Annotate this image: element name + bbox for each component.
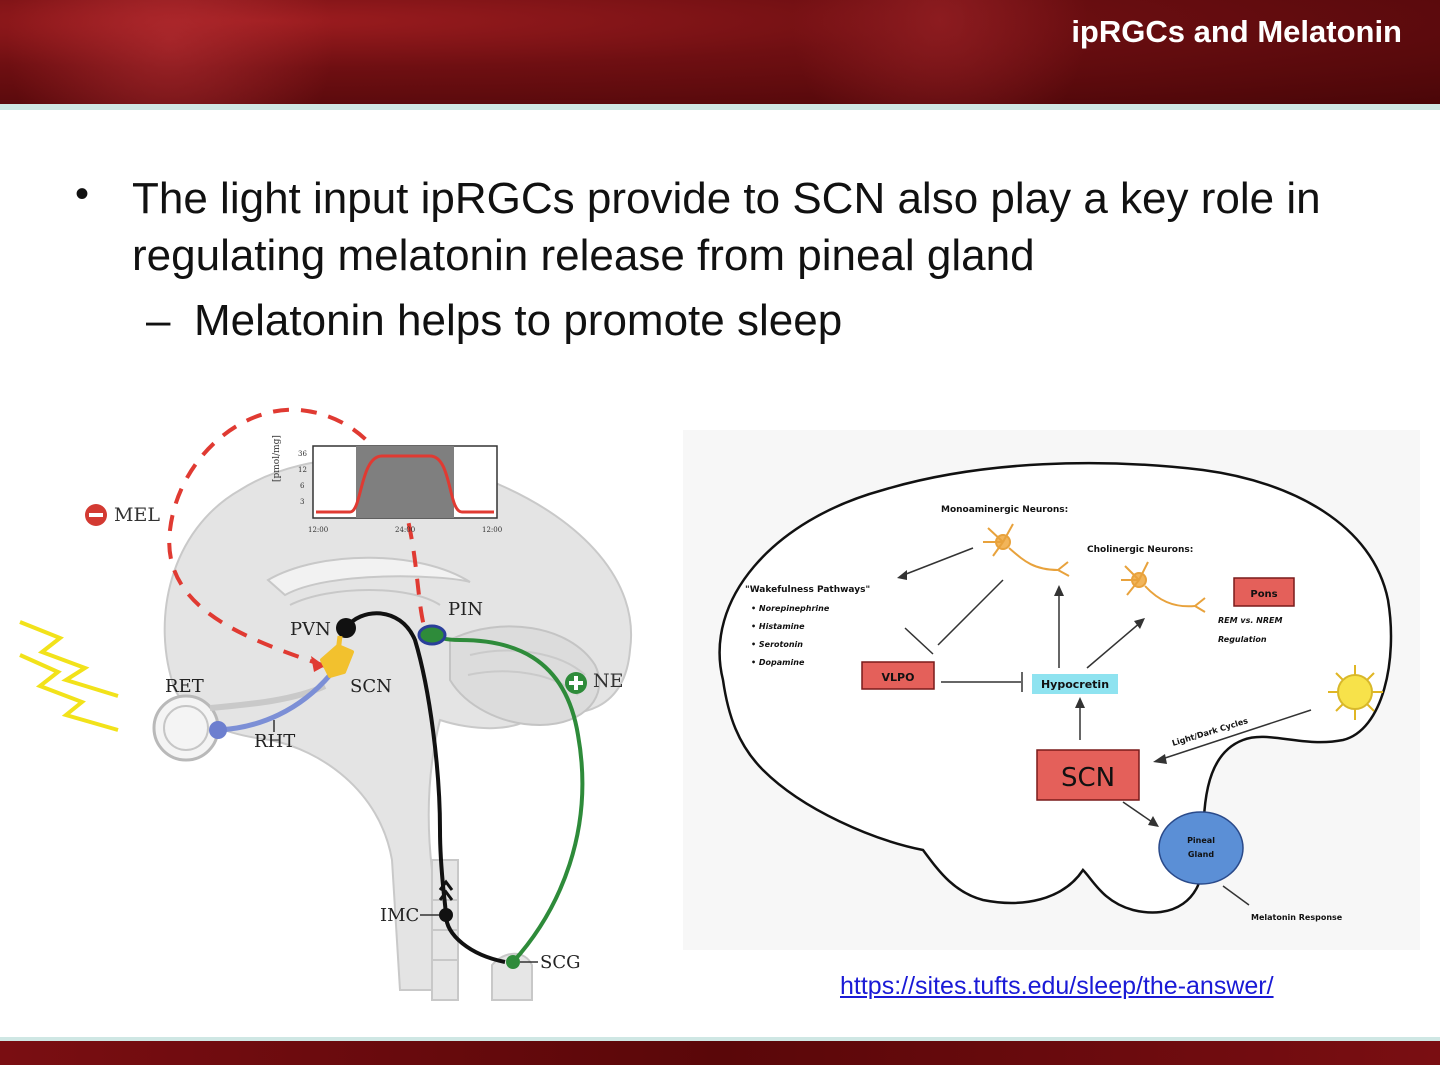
svg-text:• Dopamine: • Dopamine (751, 658, 805, 667)
pons-box (1233, 577, 1295, 607)
sub-bullet-text: Melatonin helps to promote sleep (194, 296, 843, 345)
vlpo-label: VLPO (882, 671, 915, 684)
pineal-gland (1158, 811, 1244, 885)
header-glow (0, 0, 380, 104)
sleep-regulation-figure: Monoaminergic Neurons: Cholinergic Neuro… (683, 430, 1420, 950)
svg-text:• Norepinephrine: • Norepinephrine (751, 604, 830, 613)
slide-title: ipRGCs and Melatonin (1071, 14, 1402, 49)
mel-label: MEL (114, 504, 160, 526)
monoaminergic-label: Monoaminergic Neurons: (941, 505, 1068, 515)
melatonin-feedback-path (167, 407, 427, 668)
inset-ytick: 6 (300, 482, 305, 490)
imc-label: IMC (380, 905, 419, 926)
inset-xtick: 12:00 (308, 526, 328, 534)
pvn-node (336, 618, 356, 638)
inset-ytick: 12 (298, 466, 307, 474)
scn-box (1036, 749, 1140, 801)
vlpo-box (861, 661, 935, 690)
wakefulness-item: Serotonin (759, 640, 803, 649)
pin-label: PIN (448, 599, 483, 620)
inset-xtick: 24:00 (395, 526, 415, 534)
retina-node (209, 721, 227, 739)
melatonin-pathway-svg: [pmol/mg] 36 12 6 3 12:00 24:00 12:00 ME… (19, 407, 633, 1001)
melatonin-curve (316, 454, 494, 514)
inset-ylabel: [pmol/mg] (272, 435, 282, 482)
footer-divider (0, 1037, 1440, 1041)
pineal-node (417, 624, 447, 646)
wakefulness-item: Norepinephrine (759, 604, 830, 613)
sympathetic-path (344, 611, 506, 964)
melatonin-response-label: Melatonin Response (1251, 913, 1343, 922)
scn-label: SCN (1061, 763, 1115, 793)
corpus-callosum (266, 556, 471, 597)
light-bolt-icon (19, 653, 119, 732)
ne-pathway (430, 631, 585, 964)
source-link[interactable]: https://sites.tufts.edu/sleep/the-answer… (840, 972, 1274, 1000)
inset-ytick: 36 (298, 450, 307, 458)
wakefulness-item: Histamine (759, 622, 805, 631)
svg-text:• Serotonin: • Serotonin (751, 640, 803, 649)
sub-bullet-dash: – (146, 296, 171, 345)
wakefulness-item: Dopamine (759, 658, 805, 667)
melatonin-pathway-figure: [pmol/mg] 36 12 6 3 12:00 24:00 12:00 ME… (0, 390, 680, 1010)
rht-label: RHT (254, 731, 295, 752)
rht-pathway (217, 673, 332, 733)
bullet-dot: • (75, 172, 90, 216)
rem-label: REM vs. NREM (1218, 616, 1282, 625)
bullet-text: The light input ipRGCs provide to SCN al… (132, 174, 1321, 280)
pons-label: Pons (1250, 589, 1277, 600)
regulation-label: Regulation (1218, 635, 1267, 644)
hypocretin-highlight (1032, 674, 1118, 694)
sun-icon (1328, 665, 1383, 720)
neuron-icon (983, 523, 1070, 577)
cholinergic-label: Cholinergic Neurons: (1087, 545, 1193, 555)
neuron-icon (1121, 561, 1206, 613)
pvn-label: PVN (290, 619, 331, 640)
wakefulness-title: "Wakefulness Pathways" (745, 585, 870, 595)
scg-node (506, 955, 520, 969)
inset-xtick: 12:00 (482, 526, 502, 534)
inset-ytick: 3 (300, 498, 304, 506)
ret-label: RET (165, 676, 204, 697)
slide-header: ipRGCs and Melatonin (0, 0, 1440, 104)
header-glow (760, 0, 1120, 104)
arrowhead (311, 656, 325, 672)
pineal-label: Pineal (1187, 836, 1215, 845)
svg-text:• Histamine: • Histamine (751, 622, 805, 631)
scn-node (320, 644, 354, 678)
scg-label: SCG (540, 952, 580, 973)
scn-label: SCN (350, 676, 392, 697)
light-bolt-icon (19, 620, 119, 698)
hypocretin-label: Hypocretin (1041, 678, 1109, 691)
ne-label: NE (593, 670, 624, 692)
imc-node (439, 908, 453, 922)
sleep-regulation-svg: Monoaminergic Neurons: Cholinergic Neuro… (683, 430, 1420, 950)
slide-footer (0, 1041, 1440, 1065)
gland-label: Gland (1188, 850, 1214, 859)
header-divider (0, 104, 1440, 110)
